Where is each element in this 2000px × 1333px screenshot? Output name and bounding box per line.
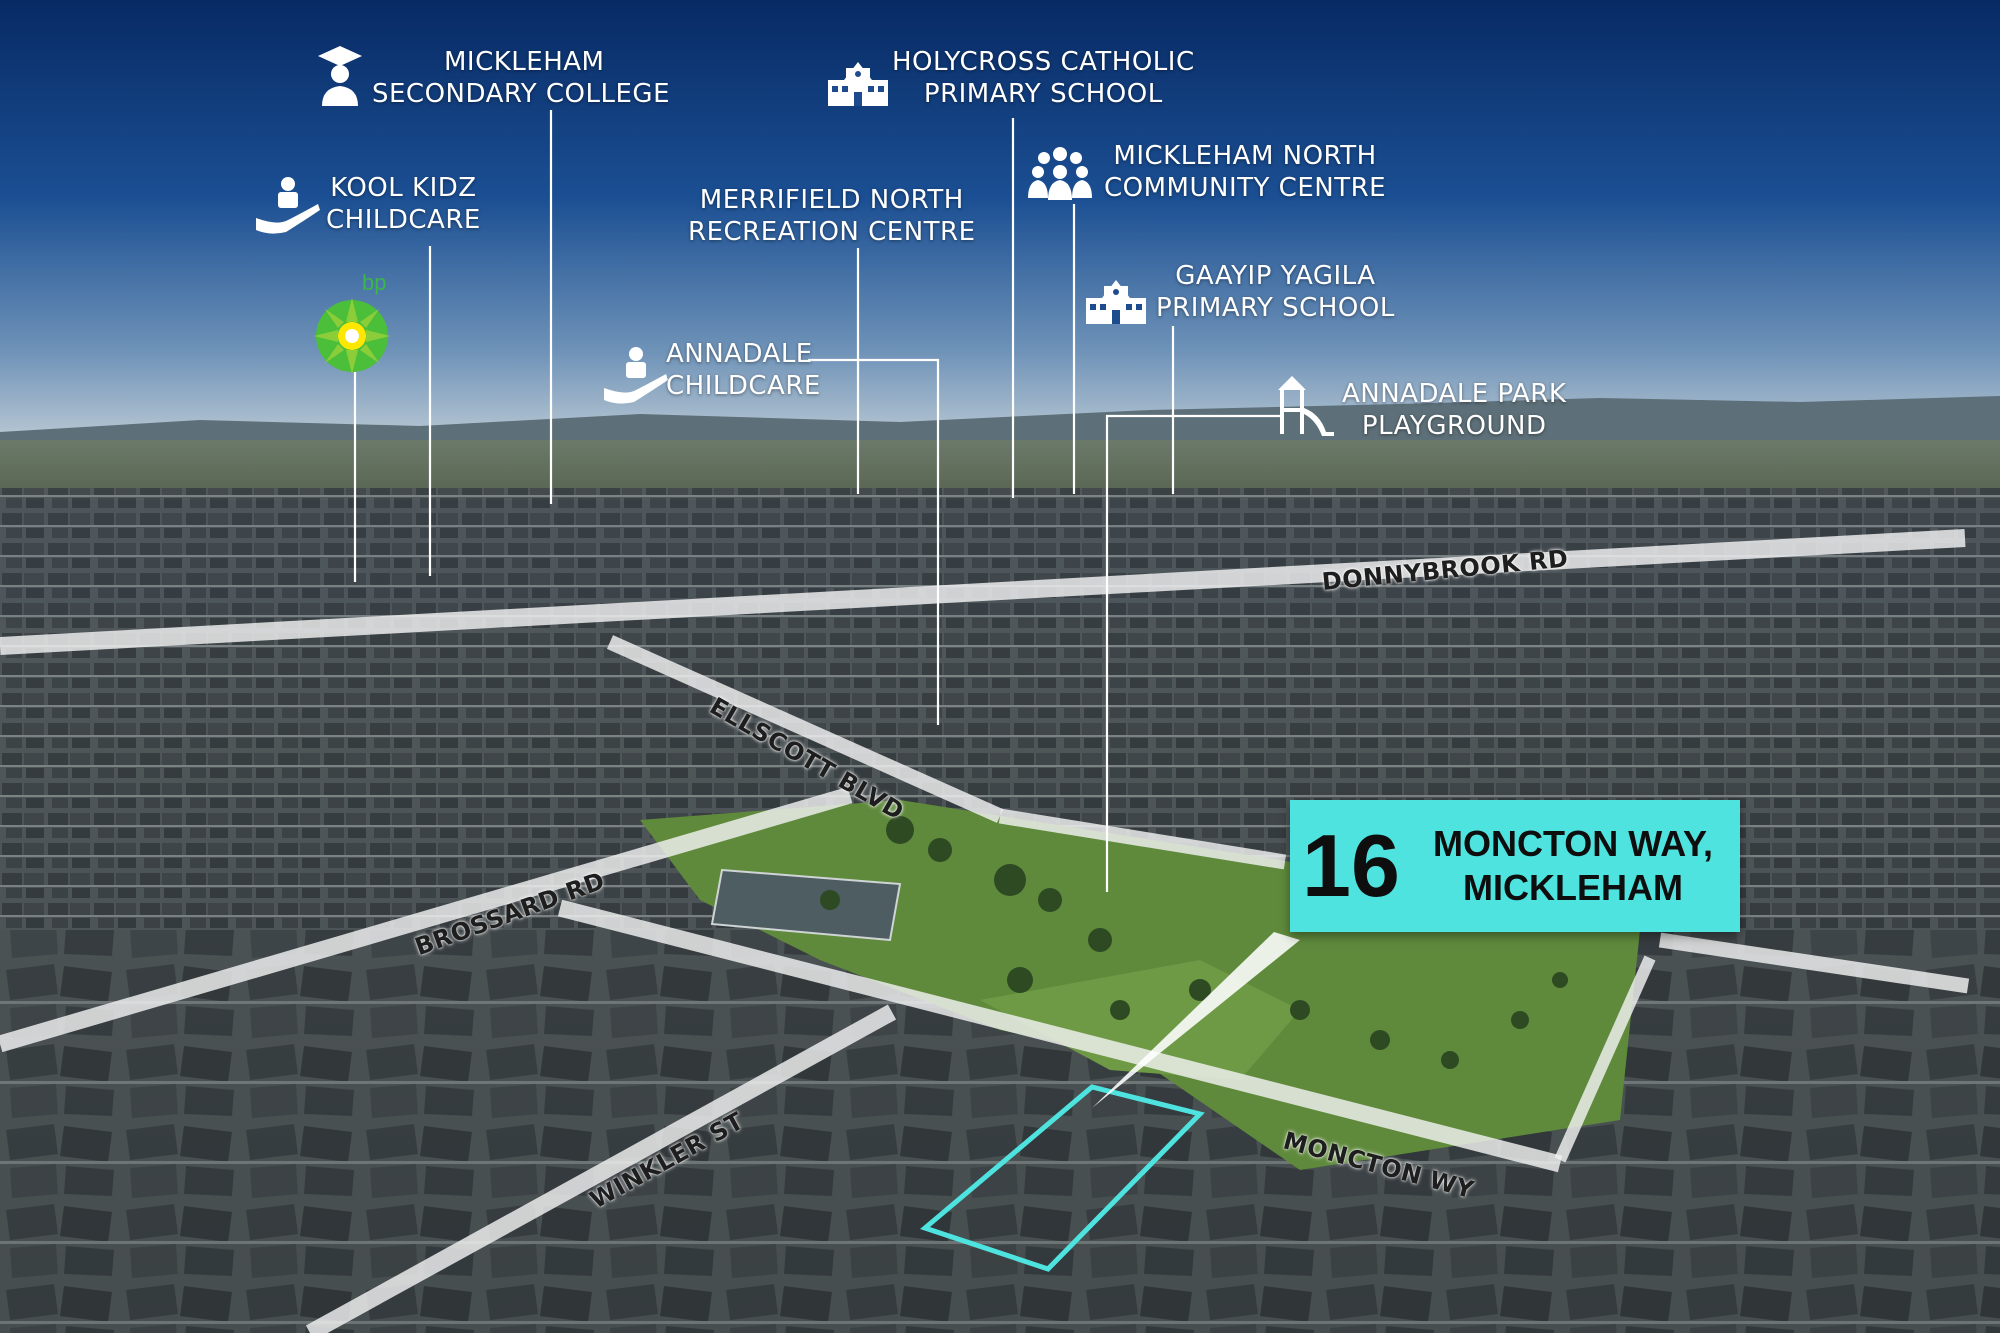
poi-label-line2: PLAYGROUND: [1361, 411, 1547, 441]
poi-kool-kidz: KOOL KIDZ CHILDCARE: [326, 172, 481, 236]
bp-logo-text: bp: [362, 270, 387, 295]
childcare-icon: [256, 177, 320, 234]
poi-annadale-park: ANNADALE PARK PLAYGROUND: [1342, 378, 1566, 442]
poi-mickleham-north: MICKLEHAM NORTH COMMUNITY CENTRE: [1104, 140, 1386, 204]
address-street: MONCTON WAY,: [1432, 823, 1714, 864]
bp-logo-icon: [314, 298, 390, 374]
poi-merrifield: MERRIFIELD NORTH RECREATION CENTRE: [688, 184, 976, 248]
school-icon: [1086, 280, 1146, 324]
poi-annadale-childcare: ANNADALE CHILDCARE: [666, 338, 821, 402]
poi-label-line2: COMMUNITY CENTRE: [1104, 173, 1387, 203]
poi-label-line1: MICKLEHAM: [444, 47, 605, 77]
poi-label-line1: ANNADALE PARK: [1342, 379, 1567, 409]
leader-lines: [353, 110, 1282, 892]
callout-pointer: [1092, 932, 1300, 1108]
poi-label-line1: MERRIFIELD NORTH: [699, 185, 964, 215]
poi-label-line2: PRIMARY SCHOOL: [1156, 293, 1395, 323]
address-text: MONCTON WAY, MICKLEHAM: [1418, 822, 1728, 910]
poi-mickleham-secondary: MICKLEHAM SECONDARY COLLEGE: [372, 46, 670, 110]
poi-label-line1: HOLYCROSS CATHOLIC: [892, 47, 1195, 77]
childcare-icon: [604, 347, 668, 404]
poi-label-line1: ANNADALE: [666, 339, 813, 369]
poi-label-line1: GAAYIP YAGILA: [1175, 261, 1376, 291]
poi-label-line1: KOOL KIDZ: [330, 173, 477, 203]
poi-label-line1: MICKLEHAM NORTH: [1113, 141, 1377, 171]
poi-holycross: HOLYCROSS CATHOLIC PRIMARY SCHOOL: [892, 46, 1195, 110]
poi-gaayip: GAAYIP YAGILA PRIMARY SCHOOL: [1156, 260, 1395, 324]
school-icon: [828, 62, 888, 106]
graduate-icon: [318, 46, 362, 106]
property-outline: [919, 1084, 1205, 1272]
poi-label-line2: CHILDCARE: [666, 371, 821, 401]
address-number: 16: [1302, 816, 1400, 915]
community-icon: [1028, 147, 1092, 200]
poi-label-line2: PRIMARY SCHOOL: [923, 79, 1163, 109]
poi-label-line2: SECONDARY COLLEGE: [372, 79, 670, 109]
playground-icon: [1278, 376, 1334, 436]
poi-label-line2: CHILDCARE: [326, 205, 481, 235]
address-callout: 16 MONCTON WAY, MICKLEHAM: [1290, 800, 1740, 932]
address-suburb: MICKLEHAM: [1463, 867, 1683, 908]
poi-label-line2: RECREATION CENTRE: [688, 217, 976, 247]
